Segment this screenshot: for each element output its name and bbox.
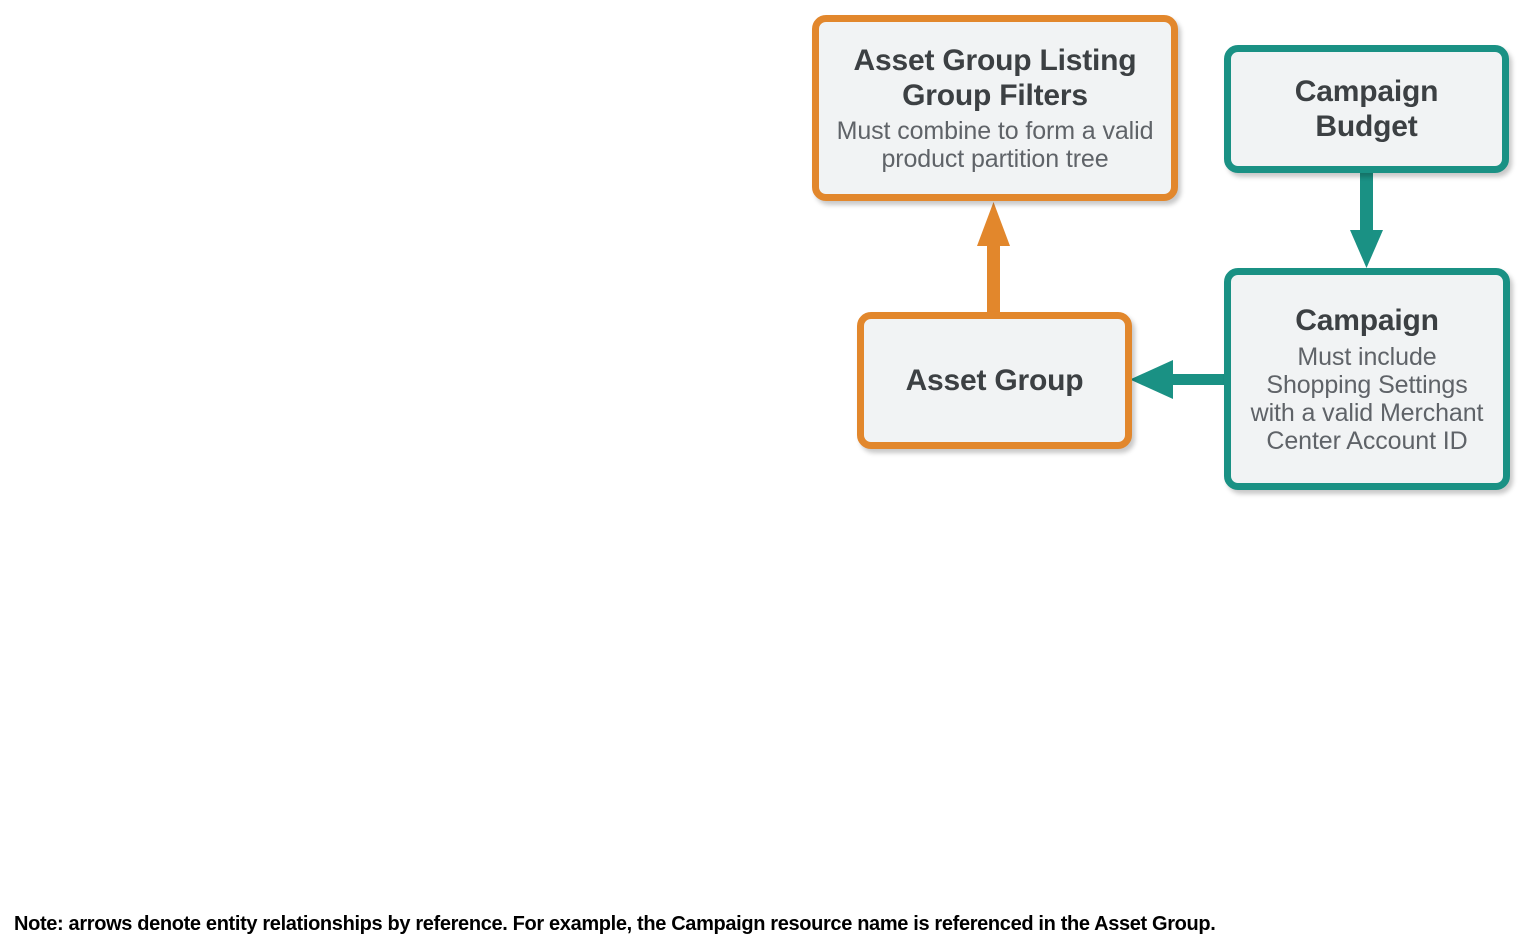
- node-title: Asset Group: [905, 363, 1084, 397]
- arrow-campaign-budget-to-campaign: [1350, 170, 1383, 268]
- node-title: Asset Group Listing Group Filters: [853, 43, 1137, 112]
- node-asset-group-listing-group-filters[interactable]: Asset Group Listing Group Filters Must c…: [812, 15, 1178, 201]
- node-campaign-budget[interactable]: Campaign Budget: [1224, 45, 1509, 173]
- node-campaign[interactable]: Campaign Must include Shopping Settings …: [1224, 268, 1510, 490]
- arrow-campaign-to-asset-group: [1130, 360, 1226, 399]
- node-subtitle: Must combine to form a valid product par…: [836, 117, 1154, 174]
- node-title: Campaign: [1295, 304, 1439, 338]
- node-subtitle: Must include Shopping Settings with a va…: [1250, 342, 1484, 455]
- footer-note: Note: arrows denote entity relationships…: [14, 913, 1216, 935]
- node-title: Campaign Budget: [1294, 74, 1439, 143]
- arrow-asset-group-to-listing-group-filters: [977, 202, 1010, 314]
- node-asset-group[interactable]: Asset Group: [857, 312, 1132, 449]
